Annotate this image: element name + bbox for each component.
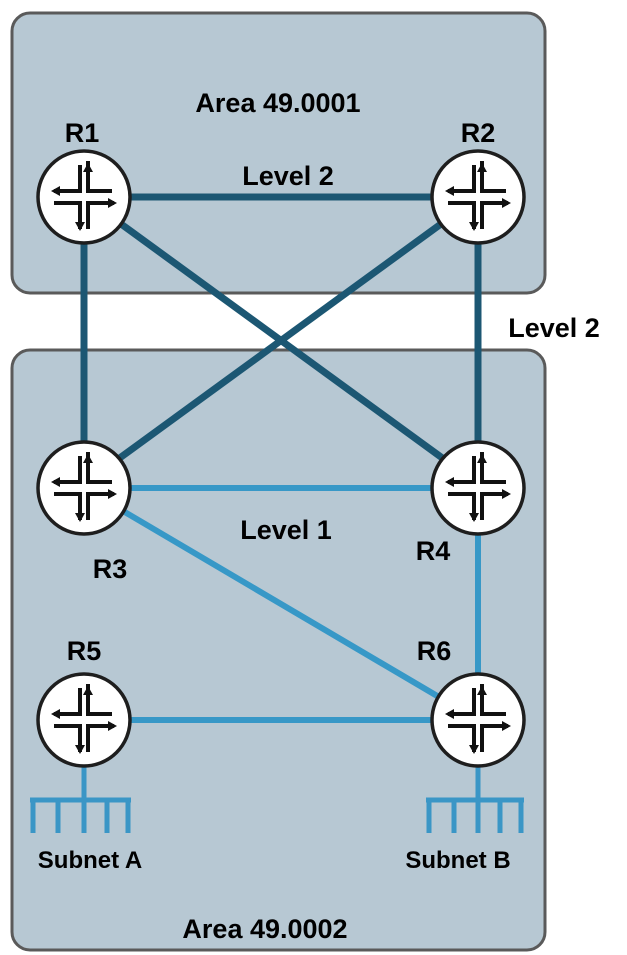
subnet-a-icon bbox=[30, 760, 131, 833]
routers bbox=[36, 149, 526, 768]
router-r2-label: R2 bbox=[461, 118, 496, 148]
router-r4-icon bbox=[430, 440, 526, 536]
area-49-0001-box bbox=[10, 11, 547, 295]
link-r3-r6 bbox=[82, 485, 480, 723]
router-r3-label: R3 bbox=[93, 554, 128, 584]
link-r2-r3 bbox=[81, 194, 481, 487]
router-r5-label: R5 bbox=[67, 636, 102, 666]
area-49-0002-box bbox=[10, 348, 547, 952]
link-level1-label: Level 1 bbox=[240, 515, 332, 545]
subnet-a-label: Subnet A bbox=[38, 847, 142, 874]
router-r6-icon bbox=[430, 672, 526, 768]
router-r6-label: R6 bbox=[417, 636, 452, 666]
subnet-b-label: Subnet B bbox=[405, 847, 510, 874]
router-r4-label: R4 bbox=[416, 536, 451, 566]
router-r1-label: R1 bbox=[65, 118, 100, 148]
router-r5-icon bbox=[36, 672, 132, 768]
area-top-label: Area 49.0001 bbox=[195, 88, 360, 118]
link-level2-top-label: Level 2 bbox=[242, 161, 334, 191]
router-r3-icon bbox=[36, 440, 132, 536]
subnet-b-icon bbox=[426, 760, 524, 833]
router-r1-icon bbox=[36, 149, 132, 245]
area-bottom-label: Area 49.0002 bbox=[182, 914, 347, 944]
link-level2-right-label: Level 2 bbox=[508, 313, 600, 343]
router-r2-icon bbox=[430, 149, 526, 245]
